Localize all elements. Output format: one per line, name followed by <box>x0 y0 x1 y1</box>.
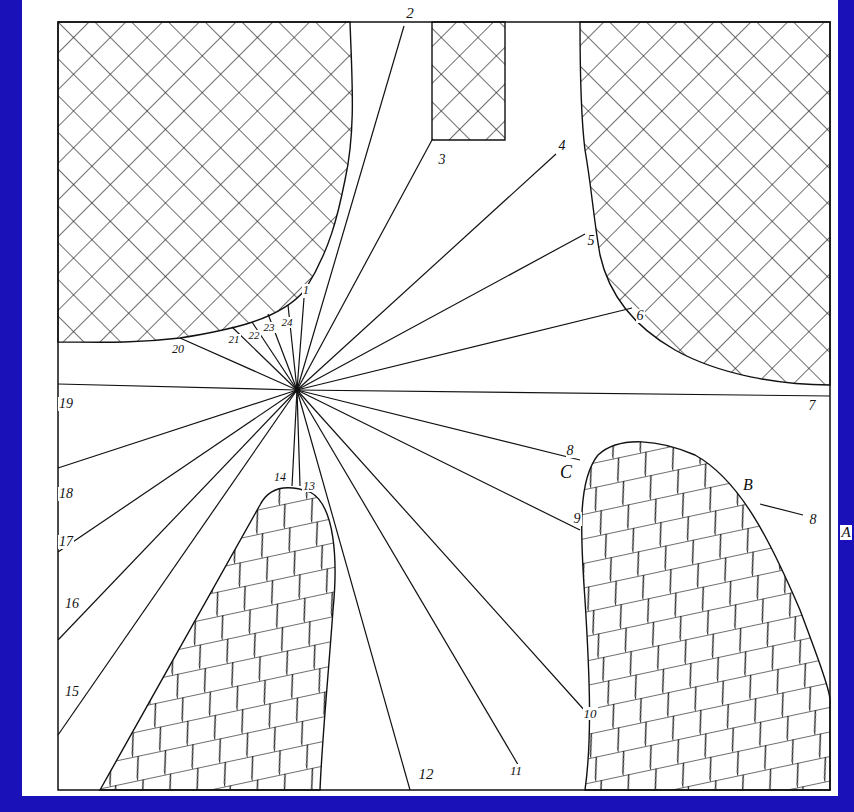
callout-number: 11 <box>509 764 523 777</box>
ray <box>58 390 297 735</box>
center-point <box>295 388 300 393</box>
callout-number: 20 <box>171 343 185 355</box>
top-right-region <box>580 22 830 385</box>
ray <box>232 327 297 390</box>
rays <box>58 26 830 790</box>
callout-number: 3 <box>438 153 447 167</box>
callout-number: 23 <box>263 322 276 333</box>
callout-number: 4 <box>558 139 567 153</box>
ray <box>297 234 585 390</box>
ray <box>297 390 300 486</box>
ray-extension <box>760 504 803 515</box>
callout-number: 13 <box>302 480 316 492</box>
bottom-left-region <box>100 488 335 790</box>
callout-number: 8 <box>566 444 575 458</box>
callout-number: 2 <box>405 6 415 21</box>
callout-number: 17 <box>58 535 74 549</box>
callout-number: 18 <box>58 487 74 501</box>
ray <box>297 390 520 768</box>
frame <box>58 22 830 790</box>
ray <box>297 390 830 396</box>
ray <box>297 154 556 390</box>
callout-number: 19 <box>58 397 74 411</box>
ray <box>297 390 586 712</box>
callout-number: 15 <box>64 685 80 699</box>
top-center-region <box>432 22 505 140</box>
ray <box>297 390 580 460</box>
ray <box>297 390 580 530</box>
ray <box>58 390 297 468</box>
ray <box>292 390 297 486</box>
bottom-right-region <box>582 442 830 790</box>
ray <box>297 26 404 390</box>
ray <box>58 390 297 640</box>
ray <box>58 384 297 390</box>
callout-number: A <box>840 525 851 540</box>
callout-number: 12 <box>418 767 435 782</box>
callout-number: 1 <box>302 284 310 296</box>
callout-number: 8 <box>809 513 818 527</box>
callout-number: 22 <box>248 330 261 341</box>
paper <box>22 0 838 796</box>
callout-number: 24 <box>281 317 294 328</box>
callout-number: C <box>559 463 573 481</box>
callout-number: 7 <box>808 399 817 413</box>
hatched-regions <box>58 22 830 790</box>
ray <box>297 390 410 790</box>
ray <box>297 308 632 390</box>
callout-number: 9 <box>573 512 582 526</box>
ray <box>297 140 432 390</box>
callout-number: 16 <box>64 597 80 611</box>
callout-number: 14 <box>273 471 287 483</box>
ray <box>58 390 297 552</box>
top-left-region <box>58 22 352 342</box>
callout-number: 6 <box>636 309 645 323</box>
callout-number: 5 <box>587 234 596 248</box>
callout-number: 10 <box>583 707 598 720</box>
callout-number: 21 <box>228 334 241 345</box>
callout-number: B <box>742 477 754 493</box>
